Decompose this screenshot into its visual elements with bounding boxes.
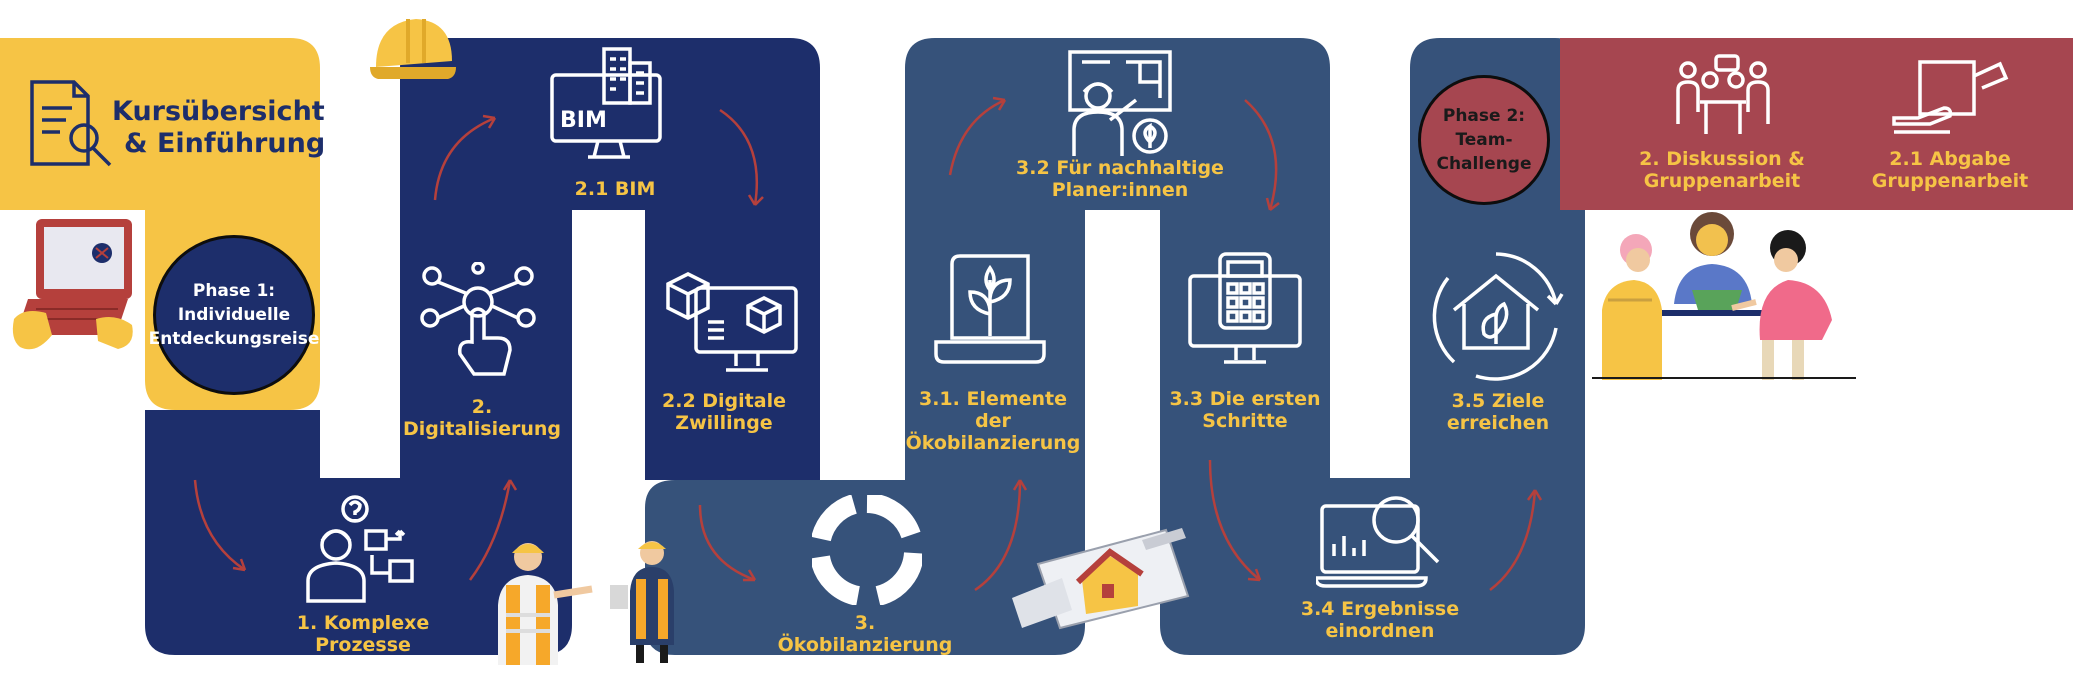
group-discussion-icon: [1676, 52, 1770, 138]
step-1-label: 1. Komplexe Prozesse: [296, 612, 430, 656]
laptop-typing-illustration: [6, 215, 136, 365]
hard-hat-icon: [368, 5, 458, 95]
team-meeting-illustration: [1592, 210, 1862, 380]
engineers-illustration: [480, 535, 710, 665]
analytics-laptop-icon: [1316, 492, 1446, 592]
team-step-2-label: 2. Diskussion &Gruppenarbeit: [1639, 148, 1805, 192]
plant-document-icon: [930, 250, 1050, 375]
digital-twin-icon: [662, 262, 802, 377]
planner-presentation-icon: [1066, 48, 1176, 158]
cycle-ring-icon: [812, 495, 922, 605]
step-2-1-label: 2.1 BIM: [574, 178, 656, 200]
phase2-badge: Phase 2:Team-Challenge: [1418, 75, 1550, 205]
document-search-icon: [22, 78, 114, 170]
calculator-monitor-icon: [1186, 250, 1304, 368]
navy-path-1: [145, 38, 820, 655]
person-thinking-icon: [300, 495, 425, 605]
bim-computer-icon: BIM: [548, 45, 668, 165]
step-3-label: 3. Ökobilanzierung: [777, 612, 953, 656]
intro-title: Kursübersicht & Einführung: [112, 96, 326, 159]
step-2-label: 2. Digitalisierung: [402, 396, 562, 440]
hand-submit-icon: [1890, 56, 2010, 136]
digital-network-hand-icon: [418, 262, 538, 382]
blueprint-house-illustration: [1002, 510, 1202, 630]
svg-text:BIM: BIM: [560, 108, 607, 133]
eco-house-cycle-icon: [1428, 248, 1564, 384]
